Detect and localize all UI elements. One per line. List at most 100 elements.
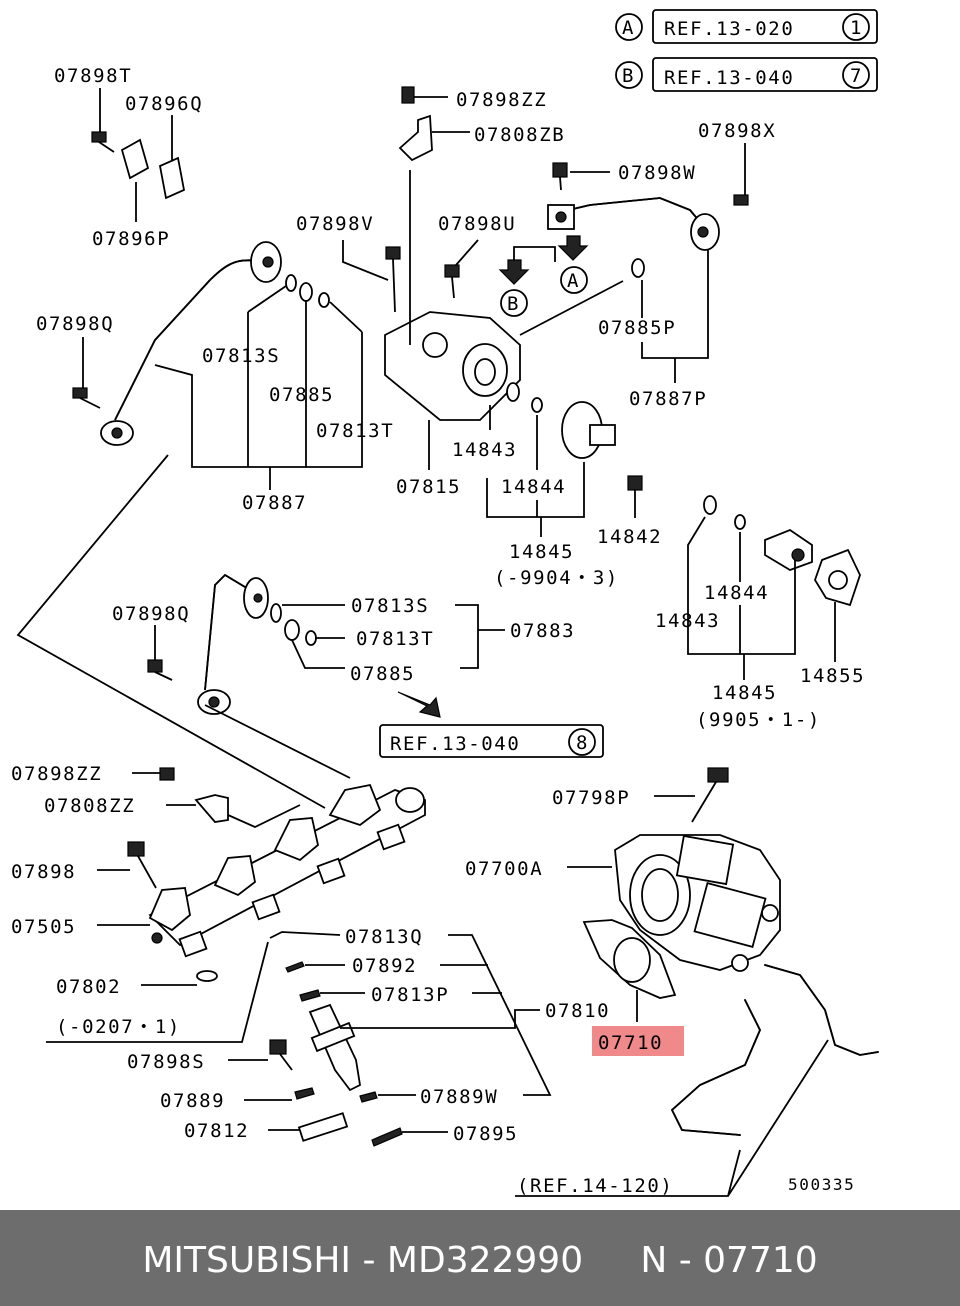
diagram-code: 500335 <box>788 1175 855 1194</box>
label-14855: 14855 <box>800 665 865 687</box>
ref-b-number: 7 <box>850 65 863 87</box>
label-14845-a-range: (-9904・3) <box>494 567 619 589</box>
label-07887: 07887 <box>242 492 307 514</box>
label-07883: 07883 <box>510 620 575 642</box>
label-07808ZB: 07808ZB <box>474 124 565 146</box>
arrow-B: B <box>498 259 530 317</box>
label-07813T-top: 07813T <box>316 420 394 442</box>
label-07812: 07812 <box>184 1120 249 1142</box>
label-07889W: 07889W <box>420 1086 498 1108</box>
ref-mid-box[interactable]: REF.13-040 8 <box>379 724 604 758</box>
ref-b-marker: B <box>622 65 635 87</box>
label-07813P: 07813P <box>371 984 449 1006</box>
label-14842: 14842 <box>597 526 662 548</box>
label-07898W: 07898W <box>618 162 696 184</box>
label-14845-b: 14845 <box>712 682 777 704</box>
oring-14844-b <box>734 514 746 530</box>
flange-mid-top <box>243 577 269 619</box>
label-07813S-mid: 07813S <box>351 595 429 617</box>
bolt-07898ZZ-low <box>159 767 175 781</box>
label-07898Q-top: 07898Q <box>36 313 114 335</box>
sensor-14845-b <box>764 528 813 571</box>
label-14844-a: 14844 <box>501 476 566 498</box>
label-07813S-top: 07813S <box>202 345 280 367</box>
gasket-07710 <box>582 919 677 999</box>
label-07885-top: 07885 <box>269 384 334 406</box>
ref-bottom[interactable]: (REF.14-120) <box>517 1175 673 1197</box>
regulator-07815 <box>384 311 521 421</box>
oring-07813S <box>285 274 297 292</box>
label-07898: 07898 <box>11 861 76 883</box>
washer-07885P <box>631 258 645 278</box>
label-07896Q: 07896Q <box>125 93 203 115</box>
bracket-07808ZZ <box>194 794 229 823</box>
label-07802: 07802 <box>56 976 121 998</box>
bolt-07898ZZ-top <box>401 86 415 104</box>
label-07808ZZ: 07808ZZ <box>44 795 135 817</box>
bolt-07898 <box>127 841 157 889</box>
label-07810: 07810 <box>545 1000 610 1022</box>
label-07898U: 07898U <box>438 213 516 235</box>
bolt-07898Q-mid <box>147 659 173 681</box>
label-07700A: 07700A <box>465 858 543 880</box>
flange-pipe-top <box>250 241 282 283</box>
highlight-07710 <box>592 1026 684 1056</box>
ref-a-text: REF.13-020 <box>664 18 794 40</box>
flange-mid-bottom <box>197 689 231 715</box>
washer-07885 <box>299 282 313 302</box>
ref-a-number: 1 <box>850 17 863 39</box>
label-14843-b: 14843 <box>655 610 720 632</box>
label-07885P: 07885P <box>598 317 676 339</box>
arrow-A: A <box>557 235 589 294</box>
label-07898S: 07898S <box>127 1051 205 1073</box>
clip-07802 <box>196 970 218 982</box>
label-07898ZZ-low: 07898ZZ <box>11 763 102 785</box>
label-07885-mid: 07885 <box>350 663 415 685</box>
seal-07812 <box>297 1112 349 1142</box>
label-14844-b: 14844 <box>704 582 769 604</box>
footer-bar: MITSUBISHI - MD322990 N - 07710 <box>0 1210 960 1306</box>
oring-14844-a <box>531 397 543 413</box>
oring-14843-b <box>703 495 717 515</box>
fuel-rail-07505 <box>148 783 426 958</box>
label-07887P: 07887P <box>629 388 707 410</box>
label-07898V: 07898V <box>296 213 374 235</box>
bolt-07898S <box>269 1039 293 1071</box>
label-07892: 07892 <box>352 955 417 977</box>
ref-a-marker: A <box>622 17 635 39</box>
ref-mid-text: REF.13-040 <box>390 733 520 755</box>
injector-07810 <box>308 1003 361 1092</box>
bolt-07798P <box>691 767 729 823</box>
label-07813T-mid: 07813T <box>356 628 434 650</box>
bolt-07898X <box>733 194 749 206</box>
ref-mid-number: 8 <box>576 732 589 754</box>
bolt-07898T <box>91 131 115 153</box>
ref-b-text: REF.13-040 <box>664 67 794 89</box>
label-14845-b-range: (9905・1-) <box>696 709 821 731</box>
label-07898T: 07898T <box>54 65 132 87</box>
bolt-07898V <box>385 246 401 313</box>
bracket-07808ZB <box>398 114 433 162</box>
oring-07813T <box>318 292 330 308</box>
fitting-A <box>547 204 575 230</box>
parts-diagram: A REF.13-020 1 B REF.13-040 7 <box>11 9 879 1197</box>
ref-b-box[interactable]: B REF.13-040 7 <box>615 57 878 92</box>
bolt-07898Q-top <box>72 387 101 409</box>
label-07898X: 07898X <box>698 120 776 142</box>
label-07895: 07895 <box>453 1123 518 1145</box>
ref-a-box[interactable]: A REF.13-020 1 <box>615 9 878 44</box>
label-07898ZZ-top: 07898ZZ <box>456 89 547 111</box>
bolt-07898U <box>444 264 460 299</box>
label-07896P: 07896P <box>92 228 170 250</box>
bolt-07898W <box>552 162 568 191</box>
label-14843-a: 14843 <box>452 439 517 461</box>
svg-text:A: A <box>567 270 580 292</box>
sensor-14845-a <box>561 401 616 459</box>
label-07889: 07889 <box>160 1090 225 1112</box>
label-07505: 07505 <box>11 916 76 938</box>
svg-text:B: B <box>507 293 520 315</box>
hose-right <box>764 964 879 1056</box>
label-range-0207: (-0207・1) <box>56 1016 181 1038</box>
flange-right-pipe <box>690 213 720 251</box>
label-07798P: 07798P <box>552 787 630 809</box>
